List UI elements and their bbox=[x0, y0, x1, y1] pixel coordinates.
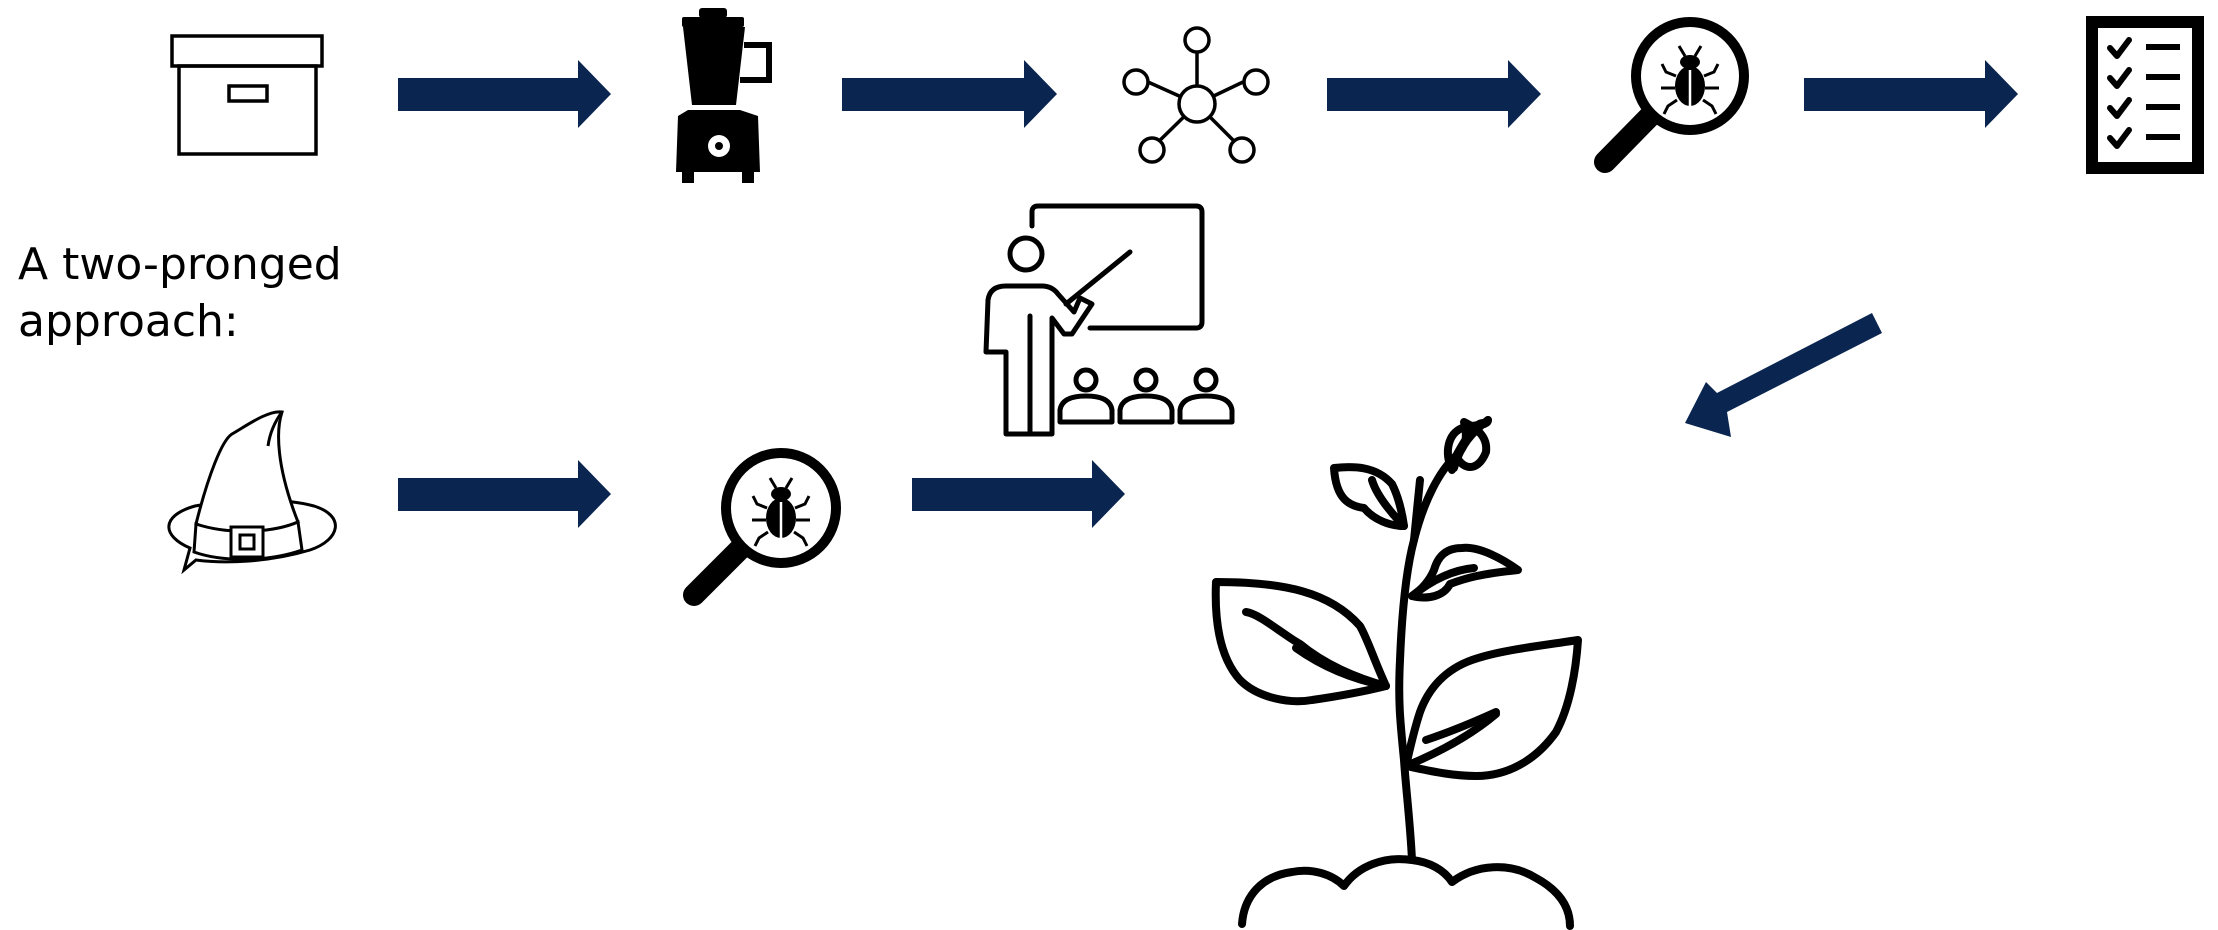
bug-search-icon bbox=[694, 453, 836, 595]
arrow-hat-to-bugsearch bbox=[398, 460, 611, 528]
witch-hat-icon bbox=[169, 412, 336, 570]
arrow-checklist-to-plant bbox=[1685, 313, 1882, 437]
teacher-presentation-icon bbox=[986, 206, 1232, 434]
bug-search-icon bbox=[1605, 22, 1744, 162]
checklist-icon bbox=[2086, 16, 2204, 174]
growing-plant-icon bbox=[1216, 420, 1578, 926]
arrow-bugsearch-to-plant bbox=[912, 460, 1125, 528]
arrow-blender-to-network bbox=[842, 60, 1057, 128]
arrow-network-to-bugsearch bbox=[1327, 60, 1541, 128]
network-hub-icon bbox=[1124, 28, 1268, 162]
blender-icon bbox=[676, 8, 769, 183]
arrow-box-to-blender bbox=[398, 60, 611, 128]
arrows bbox=[398, 60, 2018, 528]
archive-box-icon bbox=[172, 36, 322, 154]
arrow-bugsearch-to-checklist bbox=[1804, 60, 2018, 128]
